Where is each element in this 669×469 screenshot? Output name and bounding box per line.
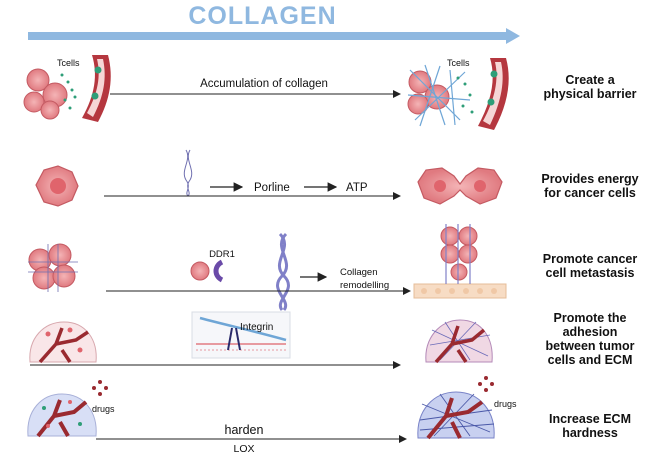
row3-effect-line2: cell metastasis: [545, 266, 635, 280]
row4-effect: Promote the adhesion between tumor cells…: [520, 311, 660, 367]
row4-effect-line4: cells and ECM: [547, 353, 633, 367]
row2-effect: Provides energy for cancer cells: [520, 172, 660, 200]
row3-effect: Promote cancer cell metastasis: [520, 252, 660, 280]
row4-left-tumor: [29, 321, 97, 364]
row1-arrow-label: Accumulation of collagen: [200, 78, 328, 90]
row2-right-dividing-cell: [417, 167, 503, 205]
row3-right-metastasis: [413, 224, 507, 299]
top-arrow: [28, 28, 520, 44]
row5-effect-line2: hardness: [562, 426, 618, 440]
row3-effect-line1: Promote cancer: [542, 252, 638, 266]
row1-left-figure: [23, 55, 111, 122]
row4-effect-line1: Promote the: [553, 311, 627, 325]
row4-inset-label: Integrin: [240, 322, 273, 333]
row2-left-cell: [35, 165, 79, 207]
row4-effect-line2: adhesion: [562, 325, 618, 339]
row5-effect-line1: Increase ECM: [549, 412, 631, 426]
row2-effect-line1: Provides energy: [541, 172, 639, 186]
row4-effect-line3: between tumor: [545, 339, 635, 353]
row2-effect-line2: for cancer cells: [544, 186, 636, 200]
row1-right-figure: [407, 58, 509, 130]
row1-effect-line1: Create a: [565, 73, 615, 87]
row5-left-tag: drugs: [92, 404, 115, 414]
row2-step2: ATP: [346, 182, 368, 194]
row5-left-drug-molecule: [92, 380, 108, 396]
row5-above: harden: [225, 423, 264, 437]
integrin-inset: [191, 311, 291, 359]
row5-effect: Increase ECM hardness: [520, 412, 660, 440]
row5-right-tag: drugs: [494, 399, 517, 409]
row3-result-line1: Collagen: [340, 267, 378, 278]
row5-right-tumor: [417, 391, 495, 440]
row1-effect-line2: physical barrier: [543, 87, 637, 101]
row5-left-tumor: [27, 393, 97, 438]
row1-effect: Create a physical barrier: [520, 73, 660, 101]
ddr1-receptor: [190, 259, 224, 283]
row5-right-drug-molecule: [478, 376, 494, 392]
collagen-helix-icon: [276, 232, 290, 311]
row3-left-cell-cluster: [28, 243, 78, 292]
row1-right-tag: Tcells: [447, 58, 470, 68]
row2-step1: Porline: [254, 182, 290, 194]
row4-right-tumor: [425, 319, 493, 364]
row3-result-line2: remodelling: [340, 280, 389, 291]
row1-left-tag: Tcells: [57, 58, 80, 68]
diagram-title: COLLAGEN: [188, 2, 337, 30]
row3-receptor: DDR1: [209, 249, 235, 260]
row5-below: LOX: [233, 443, 254, 455]
collagen-fiber-icon: [183, 149, 193, 197]
